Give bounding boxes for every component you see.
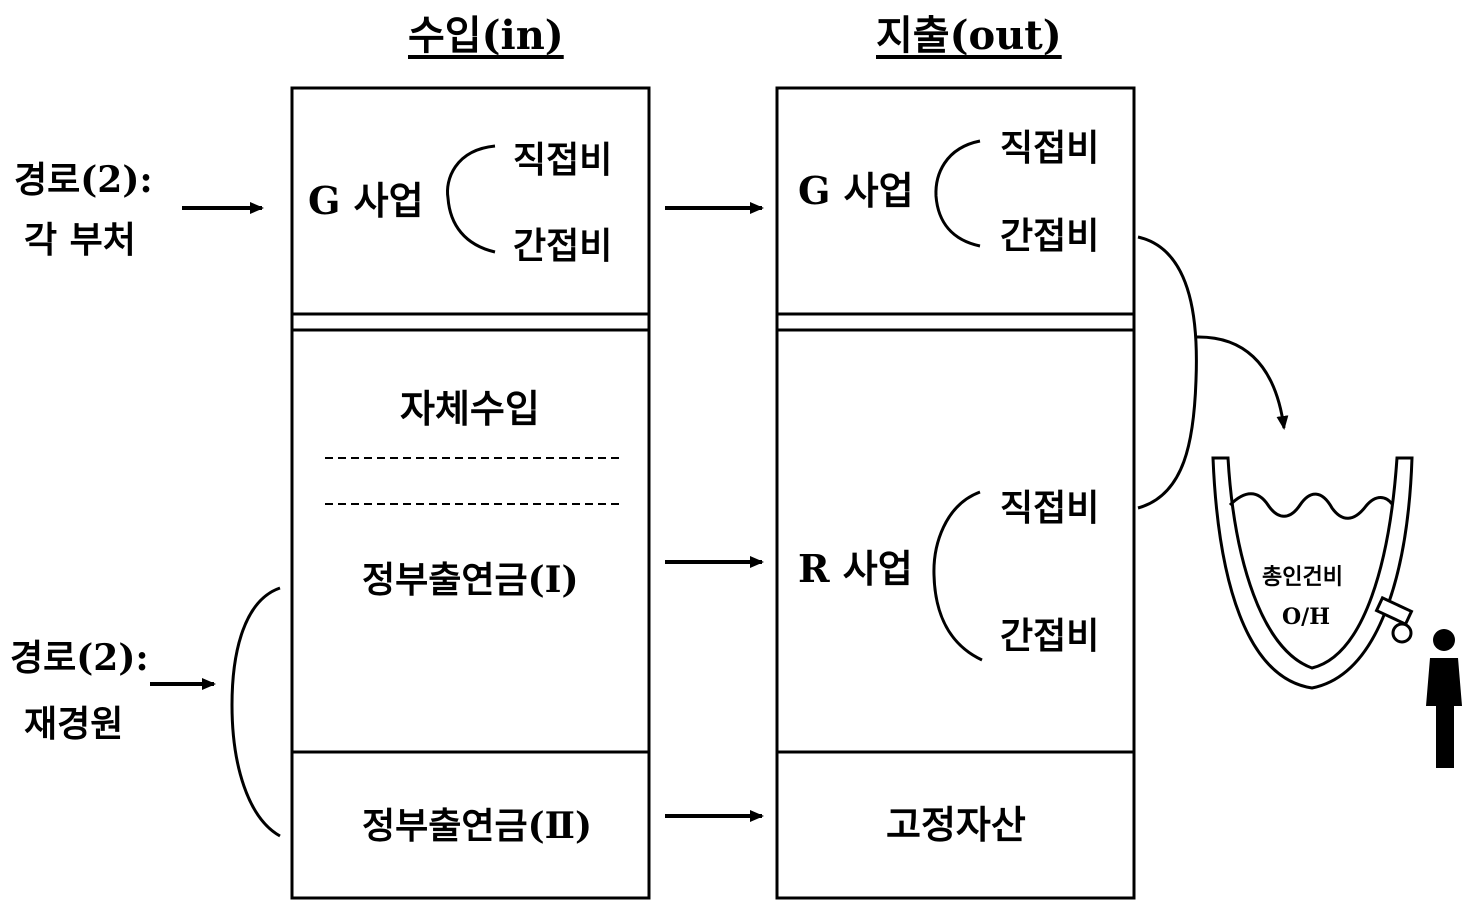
- pot-icon: [1211, 456, 1414, 690]
- expense-column-box: [775, 86, 1136, 900]
- pot-label-overhead: O/H: [1282, 604, 1330, 630]
- income-g-direct: 직접비: [513, 139, 613, 181]
- path1-label: 경로(2):: [14, 159, 153, 201]
- gov-contribution-1: 정부출연금(Ⅰ): [362, 559, 579, 601]
- arrow-to-pot: [1195, 335, 1289, 430]
- income-g-brace: [446, 144, 496, 254]
- path1-source: 각 부처: [24, 219, 136, 261]
- fixed-assets: 고정자산: [886, 802, 1026, 847]
- indirect-connector-curve: [1137, 235, 1198, 510]
- gov-contribution-2: 정부출연금(Ⅱ): [362, 805, 593, 847]
- income-column-box: [290, 86, 651, 900]
- income-g-project: G 사업: [308, 178, 424, 223]
- tap-icon: [1374, 595, 1414, 644]
- person-icon: [1426, 629, 1462, 768]
- path2-brace: [230, 586, 281, 838]
- pot-label-personnel: 총인건비: [1262, 564, 1343, 590]
- expense-g-brace: [934, 139, 981, 248]
- expense-g-project: G 사업: [798, 168, 914, 213]
- expense-r-direct: 직접비: [1000, 487, 1100, 529]
- path2-label: 경로(2):: [10, 637, 149, 679]
- expense-header: 지출(out): [876, 12, 1062, 59]
- expense-r-project: R 사업: [798, 546, 913, 591]
- expense-g-direct: 직접비: [1000, 127, 1100, 169]
- expense-g-indirect: 간접비: [1000, 215, 1100, 257]
- path2-source: 재경원: [24, 703, 124, 745]
- income-header: 수입(in): [408, 12, 564, 59]
- expense-r-indirect: 간접비: [1000, 615, 1100, 657]
- own-income: 자체수입: [400, 386, 540, 431]
- expense-r-brace: [932, 490, 983, 662]
- income-g-indirect: 간접비: [513, 225, 613, 267]
